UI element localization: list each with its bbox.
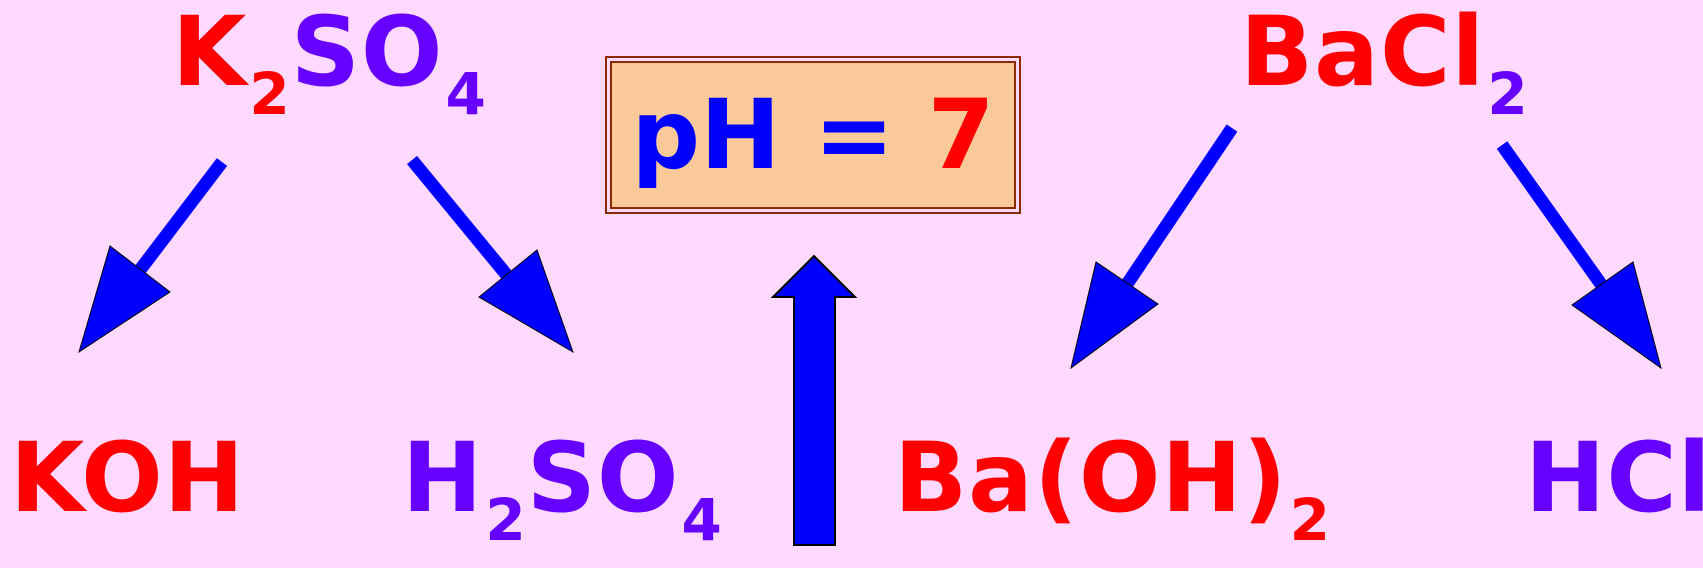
h2so4-sub-2: 2: [485, 486, 527, 554]
arrow-bacl2-to-hcl: [1496, 141, 1662, 370]
h2so4-h: H: [402, 422, 484, 534]
formula-hcl: HCl: [1525, 422, 1703, 534]
ph-label: pH: [631, 79, 781, 191]
arrow-up-to-ph: [770, 254, 858, 546]
arrow-k2so4-to-koh: [78, 158, 228, 354]
arrow-bacl2-to-baoh2: [1070, 124, 1238, 370]
h2so4-sub-4: 4: [681, 486, 723, 554]
bacl2-sub-2: 2: [1487, 60, 1529, 128]
arrow-k2so4-to-h2so4: [406, 155, 574, 354]
h2so4-so: SO: [526, 422, 680, 534]
formula-k2so4: K2SO4: [172, 4, 487, 123]
baoh2-sub-2: 2: [1289, 486, 1332, 554]
formula-h2so4: H2SO4: [402, 430, 723, 549]
baoh2-main: Ba(OH): [894, 422, 1288, 534]
k2so4-sub-4: 4: [445, 60, 487, 128]
k2so4-anion: SO: [290, 0, 444, 108]
formula-koh: KOH: [10, 422, 246, 534]
ph-value: 7: [927, 79, 995, 191]
k2so4-sub-2: 2: [249, 60, 291, 128]
k2so4-cation: K: [172, 0, 248, 108]
bacl2-main: BaCl: [1240, 0, 1486, 108]
ph-equals: =: [813, 79, 895, 191]
ph-box: pH = 7: [605, 56, 1021, 214]
formula-bacl2: BaCl2: [1240, 4, 1529, 123]
formula-baoh2: Ba(OH)2: [894, 430, 1331, 549]
